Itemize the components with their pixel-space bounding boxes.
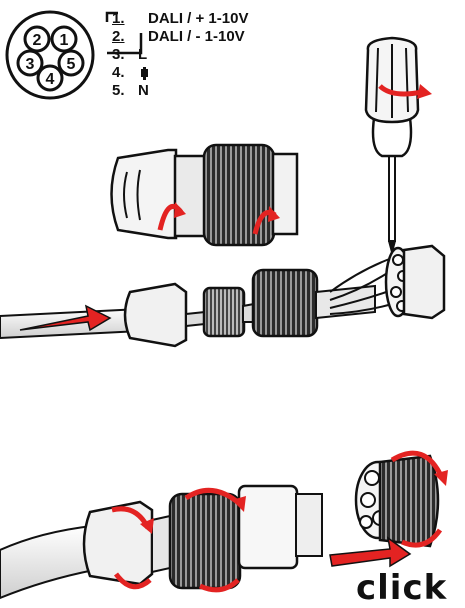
legend-row-5: 5. N bbox=[112, 82, 248, 100]
legend-number: 5. bbox=[112, 82, 125, 99]
legend-bracket bbox=[105, 11, 143, 55]
pin-3: 3 bbox=[16, 49, 44, 77]
legend-label: L bbox=[138, 46, 148, 63]
legend-row-4: 4. bbox=[112, 64, 248, 82]
svg-text:3: 3 bbox=[26, 56, 35, 73]
legend-row-2: 2. DALI / - 1-10V bbox=[112, 28, 248, 46]
legend-number: 3. bbox=[112, 46, 125, 63]
pin-4: 4 bbox=[36, 64, 64, 92]
legend-number: 2. bbox=[112, 28, 125, 45]
exploded-connector bbox=[0, 244, 446, 348]
legend-label: DALI / - 1-10V bbox=[148, 28, 245, 45]
legend-label: DALI / + 1-10V bbox=[148, 10, 249, 27]
svg-text:5: 5 bbox=[67, 56, 76, 73]
screwdriver bbox=[364, 36, 432, 256]
pin-1: 1 bbox=[50, 25, 78, 53]
legend-row-1: 1. DALI / + 1-10V bbox=[112, 10, 248, 28]
push-arrow-left bbox=[19, 304, 112, 332]
earth-icon bbox=[140, 66, 149, 80]
legend-row-3: 3. L bbox=[112, 46, 248, 64]
legend-number: 4. bbox=[112, 64, 125, 81]
wiring-legend: 1. DALI / + 1-10V 2. DALI / - 1-10V 3. L… bbox=[112, 10, 248, 100]
coupler-click bbox=[329, 450, 448, 568]
pin-2: 2 bbox=[23, 25, 51, 53]
legend-number: 1. bbox=[112, 10, 125, 27]
assembled-connector-top bbox=[110, 143, 299, 247]
pinout-diagram: 2 1 3 5 4 bbox=[5, 10, 95, 100]
legend-label: N bbox=[138, 82, 149, 99]
svg-text:2: 2 bbox=[33, 32, 42, 49]
svg-text:1: 1 bbox=[60, 32, 69, 49]
click-label: click bbox=[356, 568, 448, 608]
svg-text:4: 4 bbox=[46, 71, 55, 88]
pin-5: 5 bbox=[57, 49, 85, 77]
push-arrow-right bbox=[329, 536, 412, 568]
assembled-connector-bottom bbox=[0, 484, 323, 600]
